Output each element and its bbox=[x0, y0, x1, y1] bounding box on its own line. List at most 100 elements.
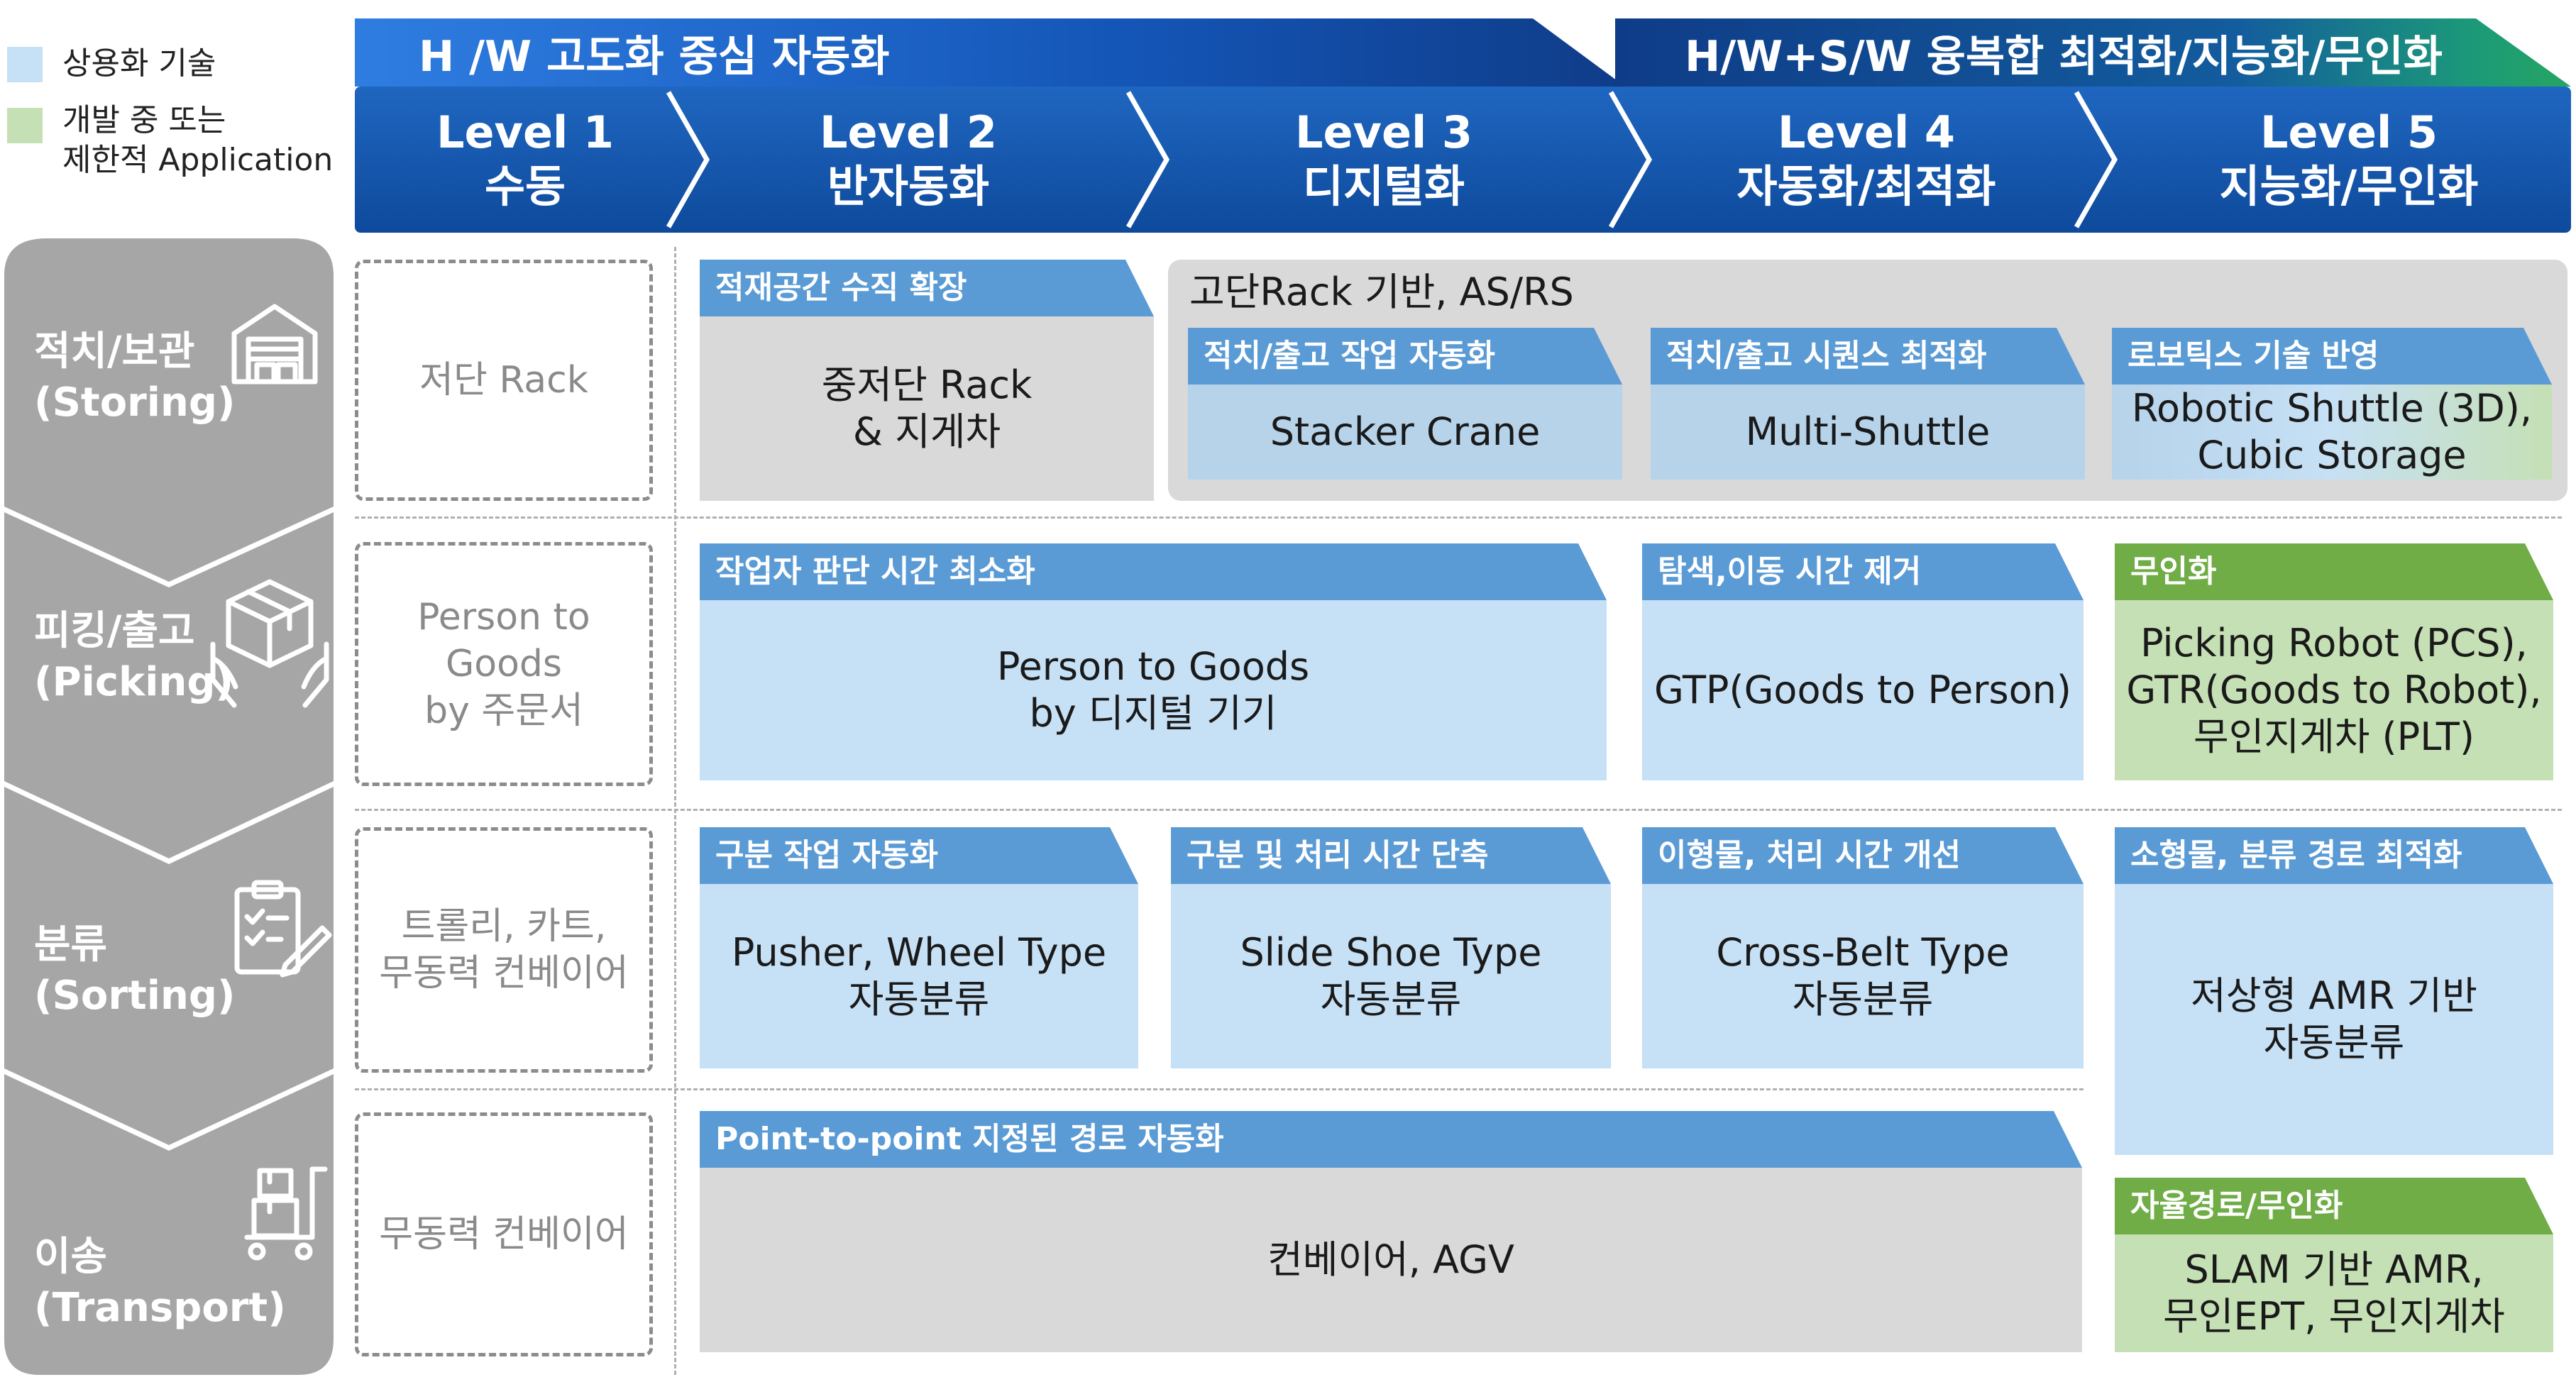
level-1-title: Level 1 bbox=[436, 106, 614, 158]
storing-l4-text: Multi-Shuttle bbox=[1745, 409, 1991, 454]
level-separator-1 bbox=[666, 91, 710, 228]
banner-hwsw-convergence: H/W+S/W 융복합 최적화/지능화/무인화 bbox=[1615, 18, 2571, 87]
category-picking-en: (Picking) bbox=[34, 659, 234, 705]
sorting-l5-body: 저상형 AMR 기반 자동분류 bbox=[2115, 884, 2553, 1155]
sorting-l2-header: 구분 작업 자동화 bbox=[700, 827, 1138, 884]
level-2: Level 2 반자동화 bbox=[717, 87, 1100, 233]
category-picking-name: 피킹/출고 bbox=[34, 608, 195, 654]
level-1-subtitle: 수동 bbox=[484, 160, 566, 212]
sorting-l3-line2: 자동분류 bbox=[1320, 977, 1462, 1022]
legend-label-developing-1: 개발 중 또는 bbox=[62, 102, 226, 138]
sorting-l3-header: 구분 및 처리 시간 단축 bbox=[1171, 827, 1611, 884]
transport-l5-body: SLAM 기반 AMR, 무인EPT, 무인지게차 bbox=[2115, 1234, 2553, 1352]
cart-icon bbox=[244, 1166, 328, 1261]
picking-l23-card: 작업자 판단 시간 최소화 Person to Goods by 디지털 기기 bbox=[700, 543, 1607, 780]
picking-l4-header: 탐색,이동 시간 제거 bbox=[1642, 543, 2084, 600]
category-storing-name: 적치/보관 bbox=[34, 328, 195, 375]
picking-l23-line2: by 디지털 기기 bbox=[1029, 691, 1277, 736]
sorting-l3-line1: Slide Shoe Type bbox=[1240, 930, 1542, 975]
picking-l5-header: 무인화 bbox=[2115, 543, 2553, 600]
row-divider-1 bbox=[355, 516, 2562, 519]
storing-l3-card: 적치/출고 작업 자동화 Stacker Crane bbox=[1188, 328, 1622, 480]
picking-l5-line2: GTR(Goods to Robot), bbox=[2126, 668, 2542, 712]
legend-swatch-commercial bbox=[7, 47, 43, 82]
level-5-title: Level 5 bbox=[2260, 106, 2438, 158]
storing-l5-card: 로보틱스 기술 반영 Robotic Shuttle (3D), Cubic S… bbox=[2112, 328, 2552, 480]
sorting-l5-header: 소형물, 분류 경로 최적화 bbox=[2115, 827, 2553, 884]
row-divider-3 bbox=[355, 1088, 2084, 1090]
storing-l5-header: 로보틱스 기술 반영 bbox=[2112, 328, 2552, 385]
sorting-l3-body: Slide Shoe Type 자동분류 bbox=[1171, 884, 1611, 1068]
level1-sorting-line2: 무동력 컨베이어 bbox=[379, 952, 629, 995]
transport-l24-text: 컨베이어, AGV bbox=[1267, 1237, 1514, 1282]
picking-l5-card: 무인화 Picking Robot (PCS), GTR(Goods to Ro… bbox=[2115, 543, 2553, 780]
picking-l5-line1: Picking Robot (PCS), bbox=[2140, 621, 2528, 665]
picking-l23-body: Person to Goods by 디지털 기기 bbox=[700, 600, 1607, 780]
sorting-l5-card: 소형물, 분류 경로 최적화 저상형 AMR 기반 자동분류 bbox=[2115, 827, 2553, 1155]
transport-l5-line2: 무인EPT, 무인지게차 bbox=[2163, 1294, 2505, 1339]
level-band bbox=[355, 87, 2571, 233]
level-3: Level 3 디지털화 bbox=[1178, 87, 1590, 233]
storing-l5-body: Robotic Shuttle (3D), Cubic Storage bbox=[2112, 385, 2552, 480]
level1-picking-line2: by 주문서 bbox=[424, 690, 583, 732]
category-transport-name: 이송 bbox=[34, 1234, 108, 1280]
picking-l4-card: 탐색,이동 시간 제거 GTP(Goods to Person) bbox=[1642, 543, 2084, 780]
level1-divider bbox=[674, 247, 676, 1375]
storing-l2-header: 적재공간 수직 확장 bbox=[700, 260, 1154, 316]
sorting-l5-line1: 저상형 AMR 기반 bbox=[2191, 973, 2477, 1018]
picking-l23-header: 작업자 판단 시간 최소화 bbox=[700, 543, 1607, 600]
legend-label-commercial: 상용화 기술 bbox=[62, 45, 216, 82]
level-3-title: Level 3 bbox=[1295, 106, 1473, 158]
transport-l24-body: 컨베이어, AGV bbox=[700, 1168, 2082, 1352]
category-storing: 적치/보관 (Storing) bbox=[34, 326, 236, 429]
level1-sorting-box: 트롤리, 카트, 무동력 컨베이어 bbox=[355, 827, 653, 1073]
category-sorting: 분류 (Sorting) bbox=[34, 919, 236, 1022]
level1-storing-text: 저단 Rack bbox=[419, 359, 588, 402]
clipboard-icon bbox=[234, 880, 332, 978]
category-sorting-name: 분류 bbox=[34, 922, 108, 968]
category-transport-en: (Transport) bbox=[34, 1285, 286, 1331]
storing-l2-line2: & 지게차 bbox=[852, 409, 1001, 454]
picking-l5-line3: 무인지게차 (PLT) bbox=[2194, 714, 2475, 759]
storing-asrs-title: 고단Rack 기반, AS/RS bbox=[1189, 270, 1574, 314]
sorting-l4-body: Cross-Belt Type 자동분류 bbox=[1642, 884, 2084, 1068]
storing-l2-card: 적재공간 수직 확장 중저단 Rack & 지게차 bbox=[700, 260, 1154, 501]
banner-hw-automation: H /W 고도화 중심 자동화 bbox=[355, 18, 1625, 87]
category-storing-en: (Storing) bbox=[34, 380, 236, 426]
transport-l5-line1: SLAM 기반 AMR, bbox=[2184, 1247, 2484, 1292]
storing-l3-text: Stacker Crane bbox=[1270, 409, 1541, 454]
transport-l5-header: 자율경로/무인화 bbox=[2115, 1178, 2553, 1234]
level-4-subtitle: 자동화/최적화 bbox=[1736, 160, 1996, 212]
category-sidebar bbox=[4, 238, 334, 1375]
storing-l4-card: 적치/출고 시퀀스 최적화 Multi-Shuttle bbox=[1651, 328, 2085, 480]
sorting-l2-line1: Pusher, Wheel Type bbox=[731, 930, 1107, 975]
level-1: Level 1 수동 bbox=[369, 87, 681, 233]
level1-transport-text: 무동력 컨베이어 bbox=[379, 1213, 629, 1256]
level1-picking-line1: Person to Goods bbox=[417, 596, 590, 685]
banner-hwsw-text: H/W+S/W 융복합 최적화/지능화/무인화 bbox=[1685, 31, 2443, 82]
legend-label-developing-2: 제한적 Application bbox=[62, 142, 334, 178]
sorting-l2-line2: 자동분류 bbox=[848, 977, 990, 1022]
sorting-l3-card: 구분 및 처리 시간 단축 Slide Shoe Type 자동분류 bbox=[1171, 827, 1611, 1068]
level1-transport-box: 무동력 컨베이어 bbox=[355, 1112, 653, 1356]
box-hands-icon bbox=[210, 579, 329, 708]
level-5: Level 5 지능화/무인화 bbox=[2129, 87, 2569, 233]
sorting-l4-header: 이형물, 처리 시간 개선 bbox=[1642, 827, 2084, 884]
warehouse-icon bbox=[231, 304, 318, 385]
picking-l4-text: GTP(Goods to Person) bbox=[1654, 668, 2071, 712]
storing-l4-body: Multi-Shuttle bbox=[1651, 385, 2085, 480]
storing-l5-line2: Cubic Storage bbox=[2197, 433, 2467, 477]
storing-l2-body: 중저단 Rack & 지게차 bbox=[700, 316, 1154, 501]
storing-l5-line1: Robotic Shuttle (3D), bbox=[2131, 386, 2533, 431]
level1-storing-box: 저단 Rack bbox=[355, 260, 653, 501]
category-sorting-en: (Sorting) bbox=[34, 973, 236, 1019]
transport-l24-card: Point-to-point 지정된 경로 자동화 컨베이어, AGV bbox=[700, 1111, 2082, 1352]
sorting-l2-card: 구분 작업 자동화 Pusher, Wheel Type 자동분류 bbox=[700, 827, 1138, 1068]
level1-sorting-line1: 트롤리, 카트, bbox=[401, 905, 607, 948]
row-divider-2 bbox=[355, 809, 2562, 811]
transport-l5-card: 자율경로/무인화 SLAM 기반 AMR, 무인EPT, 무인지게차 bbox=[2115, 1178, 2553, 1352]
category-picking: 피킹/출고 (Picking) bbox=[34, 606, 233, 708]
level-2-title: Level 2 bbox=[820, 106, 997, 158]
transport-l24-header: Point-to-point 지정된 경로 자동화 bbox=[700, 1111, 2082, 1168]
sorting-l5-line2: 자동분류 bbox=[2263, 1020, 2405, 1065]
